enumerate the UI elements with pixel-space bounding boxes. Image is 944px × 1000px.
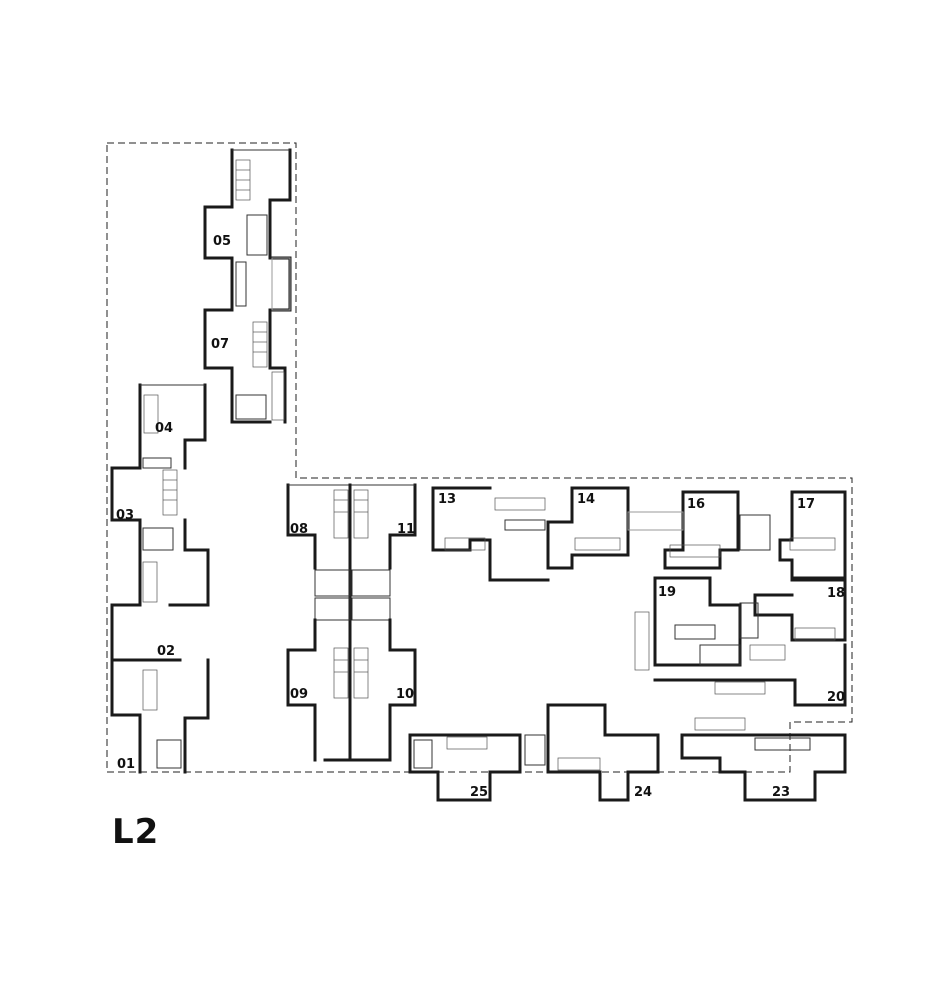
block-central xyxy=(286,483,417,762)
unit-label: 01 xyxy=(117,757,135,772)
unit-label: 10 xyxy=(396,687,414,702)
row-east-north xyxy=(431,486,847,582)
unit-label: 08 xyxy=(290,522,308,537)
unit-label: 09 xyxy=(290,687,308,702)
row-south xyxy=(408,703,847,802)
wing-north xyxy=(203,148,292,424)
unit-label: 13 xyxy=(438,492,456,507)
unit-label: 18 xyxy=(827,586,845,601)
unit-label: 02 xyxy=(157,644,175,659)
unit-label: 04 xyxy=(155,421,173,436)
unit-label: 16 xyxy=(687,497,705,512)
unit-label: 20 xyxy=(827,690,845,705)
unit-label: 05 xyxy=(213,234,231,249)
site-boundary xyxy=(106,142,853,773)
unit-label: 25 xyxy=(470,785,488,800)
unit-label: 03 xyxy=(116,508,134,523)
unit-label: 19 xyxy=(658,585,676,600)
unit-label: 07 xyxy=(211,337,229,352)
unit-label: 17 xyxy=(797,497,815,512)
unit-label: 11 xyxy=(397,522,415,537)
unit-label: 23 xyxy=(772,785,790,800)
level-label: L2 xyxy=(112,812,160,852)
wing-west xyxy=(110,383,210,774)
unit-label: 14 xyxy=(577,492,595,507)
unit-label: 24 xyxy=(634,785,652,800)
row-east-middle xyxy=(634,576,847,707)
